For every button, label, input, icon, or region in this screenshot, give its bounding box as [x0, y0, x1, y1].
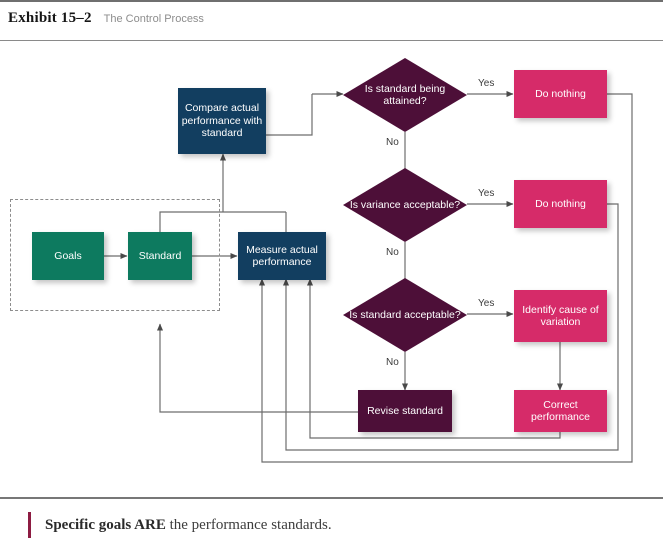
- edge-label-no-2: No: [386, 247, 399, 258]
- decision-label: Is variance acceptable?: [349, 198, 461, 211]
- flowchart-connectors: [104, 90, 633, 463]
- node-do-nothing-2[interactable]: Do nothing: [514, 180, 607, 228]
- caption-rest: the performance standards.: [165, 516, 332, 533]
- edge-label-yes-3: Yes: [478, 298, 495, 309]
- bottom-divider: [0, 497, 663, 499]
- node-measure-actual-performance[interactable]: Measure actual performance: [238, 232, 326, 280]
- node-do-nothing-1[interactable]: Do nothing: [514, 70, 607, 118]
- node-revise-standard[interactable]: Revise standard: [358, 390, 452, 432]
- edge-label-no-3: No: [386, 357, 399, 368]
- decision-is-standard-being-attained[interactable]: Is standard being attained?: [343, 58, 467, 132]
- control-process-flowchart: Goals Standard Measure actual performanc…: [0, 42, 663, 494]
- caption-text: Specific goals ARE the performance stand…: [45, 517, 332, 534]
- node-identify-cause-of-variation[interactable]: Identify cause of variation: [514, 290, 607, 342]
- decision-label: Is standard being attained?: [364, 82, 446, 108]
- header-divider: [0, 40, 663, 41]
- caption-accent-bar: [28, 512, 31, 538]
- decision-label: Is standard acceptable?: [349, 308, 461, 321]
- edge-label-yes-1: Yes: [478, 78, 495, 89]
- node-goals[interactable]: Goals: [32, 232, 104, 280]
- edge-label-yes-2: Yes: [478, 188, 495, 199]
- exhibit-title: The Control Process: [103, 13, 204, 25]
- exhibit-number: Exhibit 15–2: [8, 10, 92, 26]
- decision-is-standard-acceptable[interactable]: Is standard acceptable?: [343, 278, 467, 352]
- caption-block: Specific goals ARE the performance stand…: [28, 512, 332, 538]
- goal-setting-group-boundary: [10, 199, 220, 311]
- exhibit-header: Exhibit 15–2 The Control Process: [8, 10, 204, 38]
- node-correct-performance[interactable]: Correct performance: [514, 390, 607, 432]
- decision-is-variance-acceptable[interactable]: Is variance acceptable?: [343, 168, 467, 242]
- edge-label-no-1: No: [386, 137, 399, 148]
- node-compare-performance-with-standard[interactable]: Compare actual performance with standard: [178, 88, 266, 154]
- node-standard[interactable]: Standard: [128, 232, 192, 280]
- caption-bold: Specific goals ARE: [45, 516, 166, 533]
- top-divider: [0, 0, 663, 2]
